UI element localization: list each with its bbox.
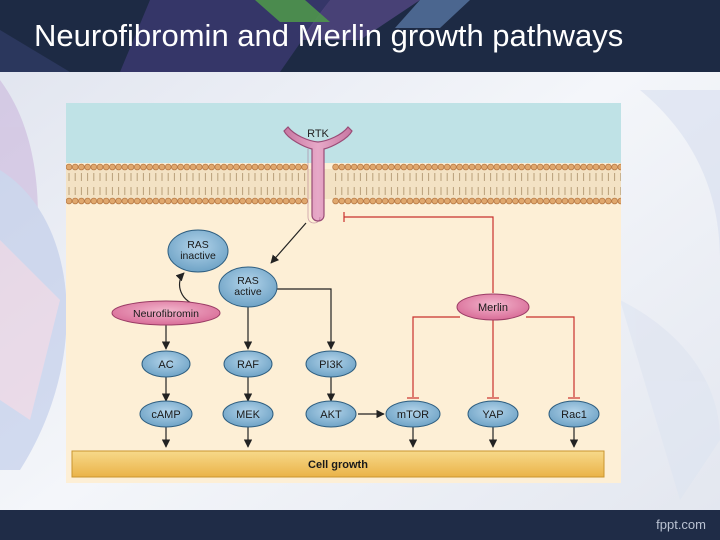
- neurofibromin-node: Neurofibromin: [111, 300, 221, 326]
- raf-node: RAF: [223, 350, 273, 378]
- arrow-ras-to-pi3k: [276, 288, 336, 350]
- ras-inactive-node: RAS inactive: [167, 229, 229, 273]
- pathway-figure: RTK: [65, 103, 625, 483]
- ras-active-label-1: RAS: [237, 275, 259, 287]
- title-bar: [0, 0, 720, 72]
- merlin-node: Merlin: [456, 293, 530, 321]
- merlin-label: Merlin: [478, 302, 508, 314]
- mek-label: MEK: [236, 409, 261, 421]
- activation-arrows: [161, 222, 579, 448]
- arrow-rtk-to-ras-active: [270, 222, 307, 264]
- rac1-node: Rac1: [548, 400, 600, 428]
- akt-label: AKT: [320, 409, 342, 421]
- mtor-label: mTOR: [397, 409, 429, 421]
- title-bar-ribbons: [0, 0, 470, 72]
- ac-label: AC: [158, 359, 173, 371]
- ras-inactive-label-1: RAS: [187, 239, 209, 251]
- mtor-node: mTOR: [385, 400, 441, 428]
- rtk-label: RTK: [307, 128, 329, 140]
- cell-growth-bar: Cell growth: [71, 450, 605, 478]
- ras-active-node: RAS active: [218, 266, 278, 308]
- inhibit-merlin-to-mtor: [412, 316, 460, 397]
- merlin-inhibition-lines: [343, 212, 580, 399]
- rtk-receptor: [283, 126, 353, 224]
- decorative-ribbons: [0, 80, 720, 500]
- neurofibromin-label: Neurofibromin: [133, 308, 199, 320]
- ras-active-label-2: active: [234, 286, 262, 298]
- raf-label: RAF: [237, 359, 259, 371]
- slide-title: Neurofibromin and Merlin growth pathways: [34, 18, 624, 53]
- inhibit-merlin-to-rtk: [344, 216, 494, 293]
- pi3k-node: PI3K: [305, 350, 357, 378]
- cell-growth-label: Cell growth: [308, 459, 368, 471]
- camp-node: cAMP: [139, 400, 193, 428]
- pi3k-label: PI3K: [319, 359, 344, 371]
- cell-membrane: [65, 163, 625, 205]
- footer-brand: fppt.com: [656, 517, 706, 532]
- footer-bar: fppt.com: [0, 510, 720, 540]
- inhibit-merlin-to-rac1: [526, 316, 575, 397]
- rac1-label: Rac1: [561, 409, 587, 421]
- ac-node: AC: [141, 350, 191, 378]
- mek-node: MEK: [222, 400, 274, 428]
- yap-label: YAP: [482, 409, 503, 421]
- akt-node: AKT: [305, 400, 357, 428]
- camp-label: cAMP: [151, 409, 180, 421]
- ras-inactive-label-2: inactive: [180, 250, 216, 262]
- yap-node: YAP: [467, 400, 519, 428]
